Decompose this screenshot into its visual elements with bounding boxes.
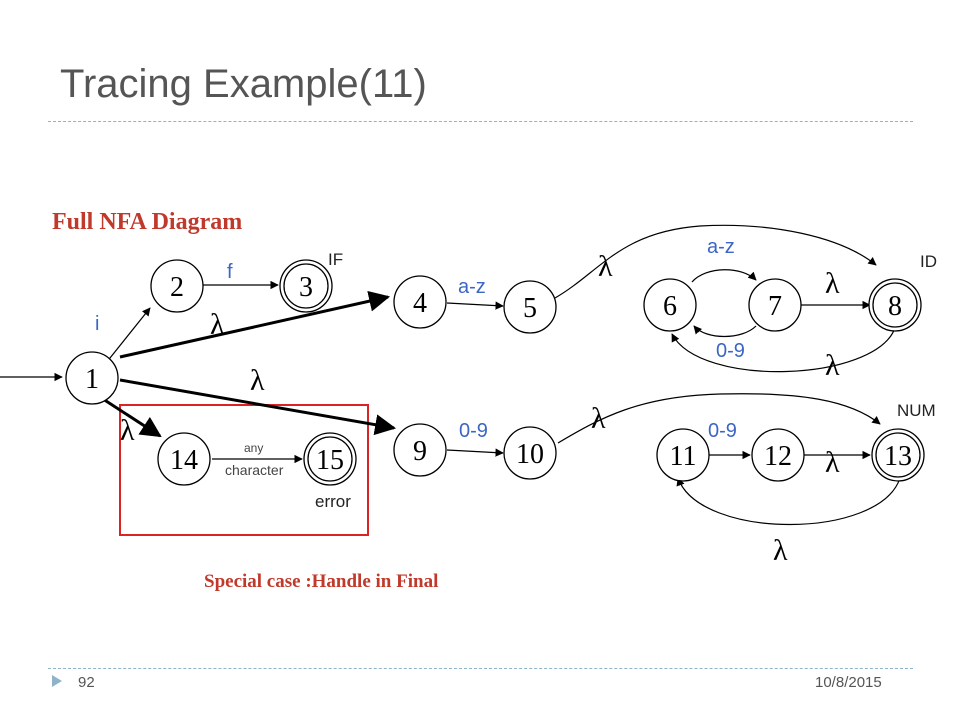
title-divider <box>48 121 913 122</box>
state-circle-10 <box>503 426 557 480</box>
lambda-label-10-13: λ <box>591 402 606 435</box>
lambda-label-13-11: λ <box>773 534 788 567</box>
edge-label-i: i <box>95 313 99 335</box>
lambda-label-7-8: λ <box>825 267 840 300</box>
edge-1-14 <box>102 397 162 438</box>
diagram-heading: Full NFA Diagram <box>52 209 242 235</box>
edge-label-f: f <box>227 261 233 283</box>
state-circle-6 <box>643 278 697 332</box>
token-label-if: IF <box>328 250 343 269</box>
edge-6-7-top <box>691 269 757 283</box>
footer-date: 10/8/2015 <box>815 674 882 691</box>
state-12: 12 <box>751 428 805 482</box>
state-label-2: 2 <box>170 272 184 303</box>
state-circle-15 <box>303 432 357 486</box>
state-14: 14 <box>157 432 211 486</box>
state-circle-2 <box>150 259 204 313</box>
edge-10-13 <box>557 393 881 444</box>
edge-13-11 <box>676 477 901 526</box>
page-number: 92 <box>78 674 95 691</box>
edge-9-10 <box>446 448 504 457</box>
any-label: any <box>244 441 263 455</box>
special-case-note: Special case :Handle in Final <box>204 571 438 592</box>
state-circle-7 <box>748 278 802 332</box>
state-6: 6 <box>643 278 697 332</box>
lambda-label-1-14: λ <box>120 414 135 447</box>
lambda-label-8-6: λ <box>825 349 840 382</box>
state-label-8: 8 <box>888 291 902 322</box>
state-final-ring-13 <box>875 432 921 478</box>
state-label-13: 13 <box>884 441 912 472</box>
state-label-10: 10 <box>516 439 544 470</box>
state-13: 13 <box>871 428 925 482</box>
token-label-num: NUM <box>897 401 936 420</box>
state-2: 2 <box>150 259 204 313</box>
state-5: 5 <box>503 280 557 334</box>
edge-7-6-bottom <box>693 325 757 337</box>
state-label-6: 6 <box>663 291 677 322</box>
state-label-11: 11 <box>670 441 697 472</box>
lambda-label-12-13: λ <box>825 446 840 479</box>
footer-bullet-icon <box>52 675 62 687</box>
edge-label-a-z-6-7: a-z <box>707 236 735 258</box>
state-9: 9 <box>393 423 447 477</box>
token-label-error: error <box>315 492 351 511</box>
state-7: 7 <box>748 278 802 332</box>
state-circle-14 <box>157 432 211 486</box>
state-label-3: 3 <box>299 272 313 303</box>
state-circle-4 <box>393 275 447 329</box>
state-label-1: 1 <box>85 364 99 395</box>
edge-5-8 <box>554 224 877 299</box>
state-circle-11 <box>656 428 710 482</box>
edge-label-a-z-4-5: a-z <box>458 276 486 298</box>
nfa-diagram: Full NFA Diagram <box>0 209 937 592</box>
token-label-id: ID <box>920 252 937 271</box>
state-4: 4 <box>393 275 447 329</box>
edge-1-9 <box>119 378 397 436</box>
lambda-label-5-8: λ <box>598 250 613 283</box>
state-circle-3 <box>279 259 333 313</box>
page-title: Tracing Example(11) <box>60 62 427 106</box>
edge-label-0-9-11-12: 0-9 <box>708 420 737 442</box>
state-circle-12 <box>751 428 805 482</box>
state-label-7: 7 <box>768 291 782 322</box>
state-label-5: 5 <box>523 293 537 324</box>
state-15: 15 <box>303 432 357 486</box>
state-label-12: 12 <box>764 441 792 472</box>
state-circle-5 <box>503 280 557 334</box>
state-circle-13 <box>871 428 925 482</box>
state-10: 10 <box>503 426 557 480</box>
edge-1-4 <box>119 290 391 359</box>
lambda-label-1-4: λ <box>210 308 225 341</box>
state-label-15: 15 <box>316 445 344 476</box>
edge-1-2 <box>105 307 151 364</box>
error-box <box>119 404 369 536</box>
edge-label-0-9-9-10: 0-9 <box>459 420 488 442</box>
state-circle-1 <box>65 351 119 405</box>
state-final-ring-8 <box>872 282 918 328</box>
state-circle-8 <box>868 278 922 332</box>
state-8: 8 <box>868 278 922 332</box>
state-11: 11 <box>656 428 710 482</box>
state-3: 3 <box>279 259 333 313</box>
lambda-label-1-9: λ <box>250 364 265 397</box>
character-label: character <box>225 462 284 478</box>
state-label-9: 9 <box>413 436 427 467</box>
edge-4-5 <box>446 301 504 310</box>
state-final-ring-15 <box>307 436 353 482</box>
state-final-ring-3 <box>283 263 329 309</box>
footer-divider <box>48 668 913 669</box>
edge-label-0-9-6-7: 0-9 <box>716 340 745 362</box>
state-label-4: 4 <box>413 288 427 319</box>
state-circle-9 <box>393 423 447 477</box>
state-1: 1 <box>65 351 119 405</box>
state-label-14: 14 <box>170 445 198 476</box>
edge-8-6 <box>671 327 896 373</box>
